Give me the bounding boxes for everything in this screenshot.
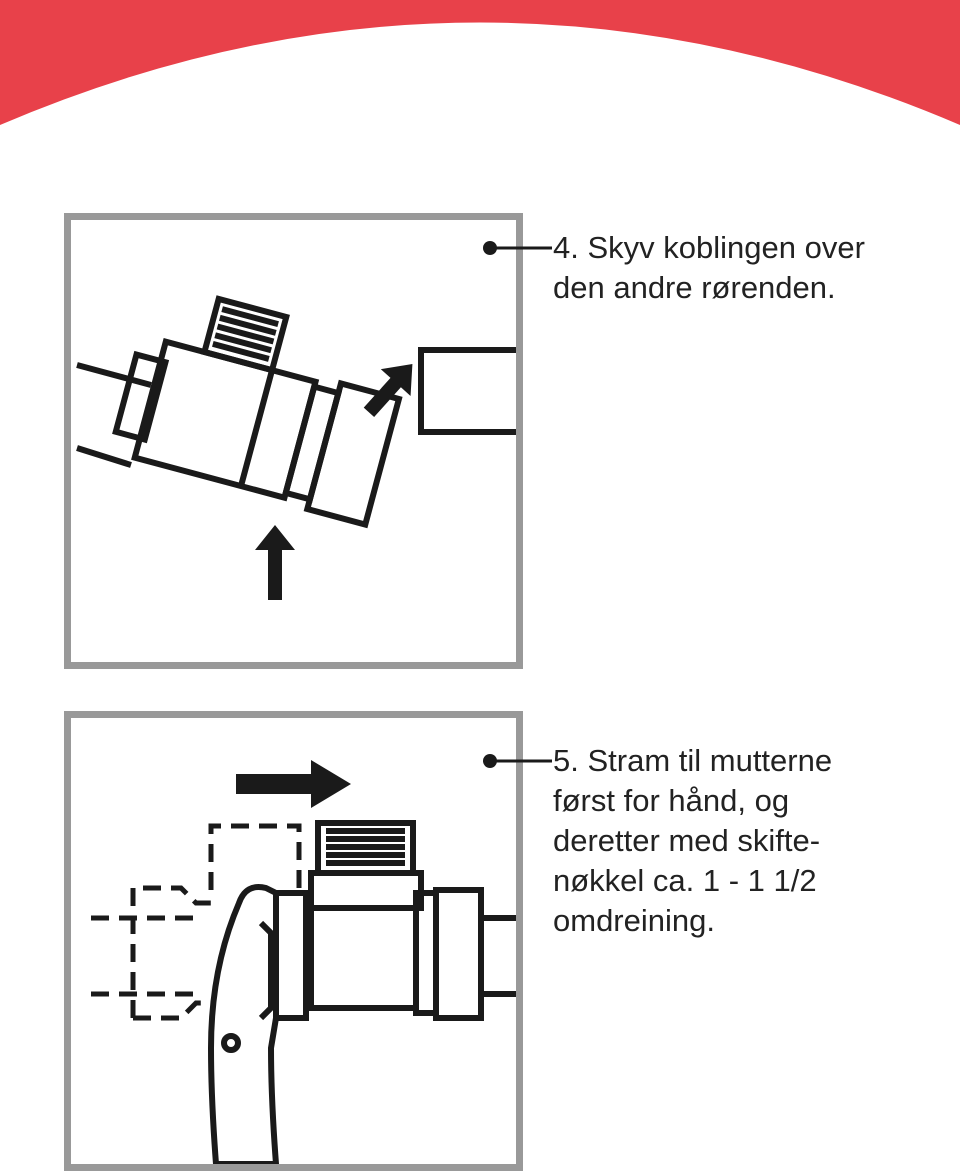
step-4-line-1: 4. Skyv koblingen over bbox=[553, 230, 865, 265]
step-5-line-1: 5. Stram til mutterne bbox=[553, 743, 833, 778]
step-5-line-4: nøkkel ca. 1 - 1 1/2 bbox=[553, 863, 817, 898]
step-4-line-2: den andre rørenden. bbox=[553, 270, 836, 305]
step-4-callout-pointer bbox=[480, 238, 555, 258]
step-5-line-3: deretter med skifte- bbox=[553, 823, 821, 858]
step-5-callout-pointer bbox=[480, 751, 555, 771]
step-5-line-2: først for hånd, og bbox=[553, 783, 790, 818]
pipe-coupling-push-icon bbox=[76, 295, 516, 600]
step-4-illustration-panel bbox=[64, 213, 523, 669]
step-4-instruction: 4. Skyv koblingen over den andre rørende… bbox=[553, 228, 865, 308]
step-5-instruction: 5. Stram til mutterne først for hånd, og… bbox=[553, 741, 832, 941]
step-5-illustration-panel bbox=[64, 711, 523, 1171]
wrench-tighten-icon bbox=[91, 760, 516, 1164]
header-banner bbox=[0, 0, 960, 125]
step-5-line-5: omdreining. bbox=[553, 903, 715, 938]
